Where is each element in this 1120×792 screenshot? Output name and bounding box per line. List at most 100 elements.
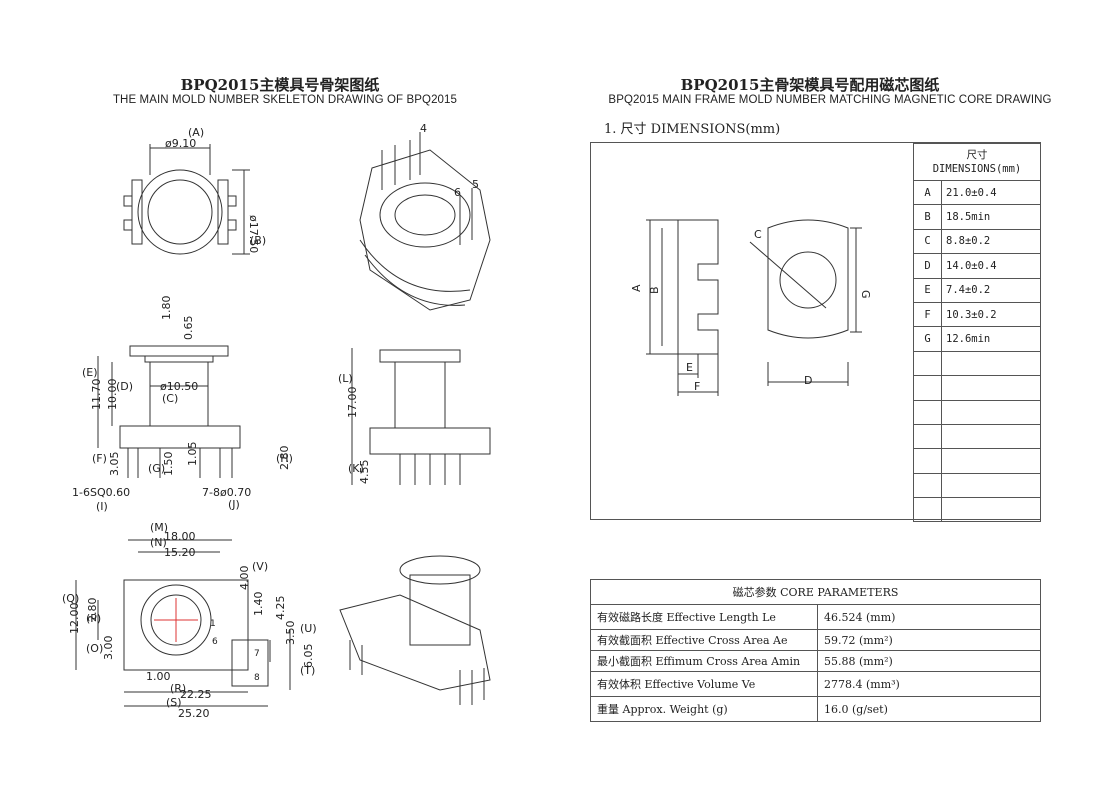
dimensions-table-header: 尺寸 DIMENSIONS(mm): [913, 143, 1041, 181]
dim-key: C: [913, 228, 942, 255]
dim-2-80: 2.80: [278, 446, 291, 471]
core-parameters-table: 磁芯参数 CORE PARAMETERS 有效磁路长度 Effective Le…: [590, 579, 1041, 722]
dim-key: B: [913, 204, 942, 230]
left-title-cn: BPQ2015主模具号骨架图纸: [180, 76, 380, 94]
dim-3-50: 3.50: [284, 621, 297, 646]
param-value: 59.72 (mm²): [817, 629, 1041, 651]
tag-e: (E): [82, 366, 98, 379]
dim-1-50: 1.50: [162, 452, 175, 477]
param-value: 16.0 (g/set): [817, 696, 1041, 722]
bottom-view: [75, 539, 291, 707]
dim-1-00: 1.00: [146, 670, 171, 683]
param-label: 最小截面积 Effimum Cross Area Amin: [590, 650, 818, 672]
dim-4-25: 4.25: [274, 596, 287, 621]
dim-6-05: 6.05: [302, 644, 315, 669]
tag-n: (N): [150, 536, 167, 549]
bottom-isometric-view: [339, 555, 491, 705]
top-view: [123, 144, 250, 255]
dim-15-20: 15.20: [164, 546, 196, 559]
dim-3-00: 3.00: [102, 636, 115, 661]
tag-u: (U): [300, 622, 317, 635]
dim-1-40: 1.40: [252, 592, 265, 617]
dim-10-50: ø10.50: [160, 380, 198, 393]
pin-6-label: 6: [454, 186, 461, 199]
tag-c: (C): [162, 392, 178, 405]
left-title-en: THE MAIN MOLD NUMBER SKELETON DRAWING OF…: [112, 94, 458, 106]
core-drawing: A B C D E F G: [630, 219, 872, 396]
dim-value: 7.4±0.2: [941, 277, 1041, 303]
tag-g: (G): [148, 462, 165, 475]
table-row-empty: [913, 472, 1041, 499]
core-label-e: E: [686, 361, 693, 374]
core-side-view: [646, 219, 719, 396]
table-row-empty: [913, 350, 1041, 377]
front-view: [97, 345, 241, 478]
dim-10-00: 10.00: [106, 379, 119, 411]
dim-0-65: 0.65: [182, 316, 195, 341]
table-row-empty: [913, 399, 1041, 425]
right-title-cn: BPQ2015主骨架模具号配用磁芯图纸: [680, 76, 940, 94]
tag-a: (A): [188, 126, 204, 139]
pin-8-label: 8: [254, 673, 260, 683]
dim-1-05: 1.05: [186, 442, 199, 467]
dim-17-00: 17.00: [346, 387, 359, 419]
dim-2-80-bottom: 2.80: [86, 598, 99, 623]
core-label-b: B: [648, 286, 661, 294]
table-row-empty: [913, 497, 1041, 523]
core-label-a: A: [630, 284, 643, 292]
right-side-view: [351, 348, 491, 485]
param-label: 有效磁路长度 Effective Length Le: [590, 604, 818, 630]
tag-l: (L): [338, 372, 353, 385]
pin-5-label: 5: [472, 178, 479, 191]
dim-18-00: 18.00: [164, 530, 196, 543]
dim-value: 18.5min: [941, 204, 1041, 230]
tag-f: (F): [92, 452, 107, 465]
dim-4-55: 4.55: [358, 460, 371, 485]
pins-1-6: 1-6SQ0.60: [72, 486, 130, 499]
dim-key: A: [913, 179, 942, 206]
dim-key: D: [913, 253, 942, 279]
dim-value: 14.0±0.4: [941, 253, 1041, 279]
tag-o: (O): [86, 642, 103, 655]
tag-i: (I): [96, 500, 108, 513]
dim-header-cn: 尺寸: [966, 149, 988, 161]
tag-k: (K): [348, 462, 364, 475]
dim-22-25: 22.25: [180, 688, 212, 701]
dim-1-80: 1.80: [160, 296, 173, 321]
core-label-g: G: [859, 290, 872, 299]
dim-header-en: DIMENSIONS(mm): [932, 163, 1022, 175]
tag-m: (M): [150, 521, 168, 534]
dim-value: 10.3±0.2: [941, 301, 1041, 328]
param-value: 2778.4 (mm³): [817, 671, 1041, 697]
pin-4-label: 4: [420, 122, 427, 135]
table-row-empty: [913, 375, 1041, 401]
pin-6-bottom-label: 6: [212, 637, 218, 647]
dim-11-70: 11.70: [90, 379, 103, 411]
tag-h: (H): [276, 452, 293, 465]
pins-7-8: 7-8ø0.70: [202, 486, 251, 499]
core-top-view: [749, 219, 862, 386]
core-label-c: C: [754, 228, 762, 241]
dim-value: 21.0±0.4: [941, 179, 1041, 206]
dim-key: E: [913, 277, 942, 303]
core-label-f: F: [694, 380, 700, 393]
dim-25-20: 25.20: [178, 707, 210, 720]
param-value: 55.88 (mm²): [817, 650, 1041, 672]
param-value: 46.524 (mm): [817, 604, 1041, 630]
dim-a: ø9.10: [165, 137, 196, 150]
right-title-en: BPQ2015 MAIN FRAME MOLD NUMBER MATCHING …: [608, 94, 1052, 106]
tag-p: (P): [86, 612, 101, 625]
dim-key: G: [913, 326, 942, 352]
skeleton-drawing: (A) ø9.10 ø17.50 (B) 4 6 5 1.80 0.65 (E)…: [62, 122, 491, 720]
